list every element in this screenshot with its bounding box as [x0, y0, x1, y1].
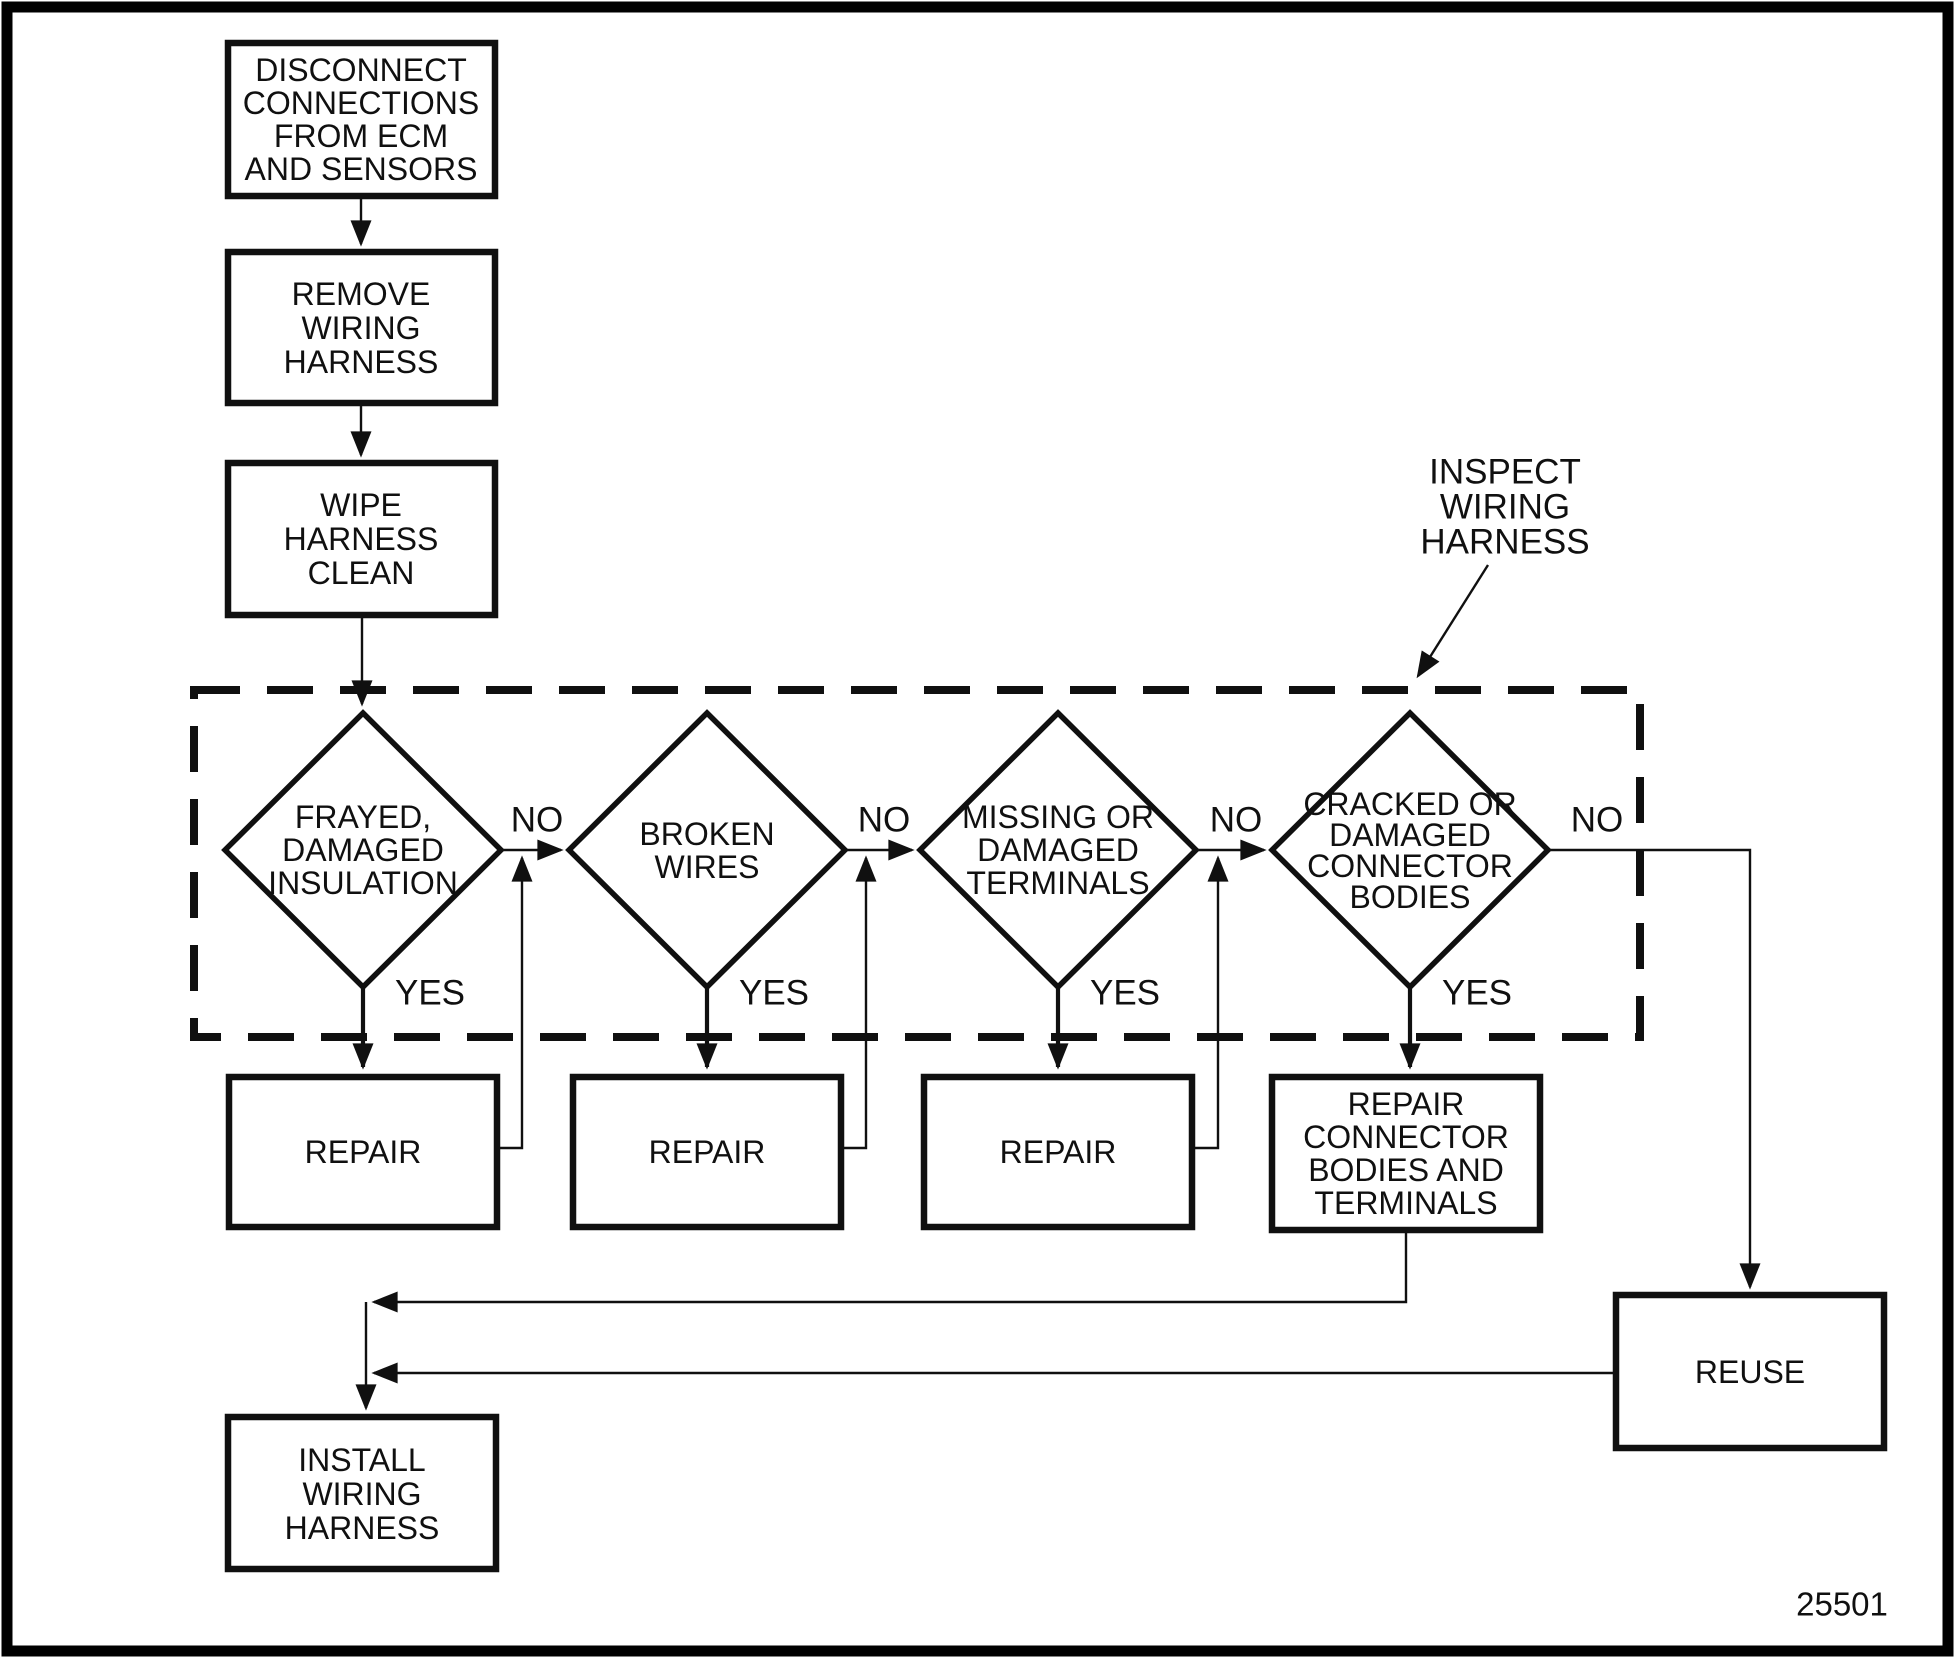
decision-cracked-shape — [1268, 709, 1552, 991]
node-disconnect-text: FROM ECM — [274, 118, 448, 154]
label-yes-2: YES — [739, 974, 809, 1013]
node-repair-2-text: REPAIR — [649, 1134, 766, 1170]
node-wipe-text: CLEAN — [308, 555, 415, 591]
decision-missing-text: TERMINALS — [966, 865, 1149, 901]
decision-missing-shape — [916, 709, 1200, 991]
node-remove-text: HARNESS — [284, 344, 439, 380]
decision-cracked-text: CONNECTOR — [1307, 848, 1513, 884]
node-repair-2-box — [569, 1073, 845, 1231]
node-install-text: HARNESS — [285, 1510, 440, 1546]
node-disconnect: DISCONNECT CONNECTIONS FROM ECM AND SENS… — [224, 39, 499, 200]
node-remove: REMOVE WIRING HARNESS — [224, 248, 499, 407]
label-yes-3: YES — [1090, 974, 1160, 1013]
node-repair-connector-bodies: REPAIR CONNECTOR BODIES AND TERMINALS — [1268, 1073, 1544, 1234]
node-repair-3-box — [920, 1073, 1196, 1231]
edge-no-cracked-to-reuse — [1548, 848, 1761, 1290]
decision-broken-text: WIRES — [655, 849, 760, 885]
label-no-3: NO — [1210, 801, 1263, 840]
node-repair-connector-text: TERMINALS — [1314, 1185, 1497, 1221]
node-remove-text: REMOVE — [292, 276, 431, 312]
node-repair-3: REPAIR — [920, 1073, 1196, 1231]
decision-frayed-text: INSULATION — [268, 865, 458, 901]
label-no-2: NO — [858, 801, 911, 840]
node-repair-connector-text: CONNECTOR — [1303, 1119, 1509, 1155]
node-disconnect-text: CONNECTIONS — [243, 85, 479, 121]
decision-missing-text: DAMAGED — [977, 832, 1139, 868]
decision-cracked-connectors: CRACKED OR DAMAGED CONNECTOR BODIES — [1268, 709, 1552, 991]
inspect-region-outline — [190, 686, 1644, 1041]
decision-broken-shape — [565, 709, 849, 991]
decision-missing-terminals: MISSING OR DAMAGED TERMINALS — [916, 709, 1200, 991]
node-repair-2: REPAIR — [569, 1073, 845, 1231]
node-repair-1: REPAIR — [225, 1073, 501, 1231]
decision-frayed-insulation: FRAYED, DAMAGED INSULATION — [221, 709, 505, 991]
inspect-callout: INSPECT WIRING HARNESS — [1420, 453, 1589, 562]
inspect-callout-text: HARNESS — [1420, 523, 1589, 562]
edge-inspect-callout-arrow — [1416, 564, 1490, 679]
node-repair-1-box — [225, 1073, 501, 1231]
node-wipe-text: HARNESS — [284, 521, 439, 557]
inspect-callout-text: WIRING — [1440, 488, 1570, 527]
node-install-text: WIRING — [302, 1476, 421, 1512]
node-wipe: WIPE HARNESS CLEAN — [224, 459, 499, 619]
decision-broken-text: BROKEN — [639, 816, 774, 852]
decision-cracked-text: BODIES — [1350, 879, 1471, 915]
node-wipe-text: WIPE — [320, 487, 402, 523]
label-no-1: NO — [511, 801, 564, 840]
node-repair-connector-box — [1268, 1073, 1544, 1234]
node-install-text: INSTALL — [298, 1442, 425, 1478]
node-repair-1-text: REPAIR — [305, 1134, 422, 1170]
node-reuse-text: REUSE — [1695, 1354, 1805, 1390]
label-yes-4: YES — [1442, 974, 1512, 1013]
decision-missing-text: MISSING OR — [962, 799, 1154, 835]
node-reuse-box — [1612, 1291, 1888, 1452]
decision-broken-wires: BROKEN WIRES — [565, 709, 849, 991]
node-wipe-box — [224, 459, 499, 619]
decision-cracked-text: DAMAGED — [1329, 817, 1491, 853]
decision-cracked-text: CRACKED OR — [1303, 786, 1516, 822]
edge-repair1-return — [497, 855, 533, 1150]
node-disconnect-box — [224, 39, 499, 200]
node-reuse: REUSE — [1612, 1291, 1888, 1452]
decision-frayed-text: DAMAGED — [282, 832, 444, 868]
label-yes-1: YES — [395, 974, 465, 1013]
node-install: INSTALL WIRING HARNESS — [224, 1413, 500, 1573]
edge-repair3-return — [1192, 855, 1229, 1150]
node-remove-text: WIRING — [301, 310, 420, 346]
edge-repair2-return — [841, 855, 877, 1150]
edge-repair-connector-to-junction — [371, 1230, 1408, 1313]
node-repair-3-text: REPAIR — [1000, 1134, 1117, 1170]
figure-number: 25501 — [1796, 1586, 1888, 1623]
inspect-callout-text: INSPECT — [1429, 453, 1581, 492]
node-repair-connector-text: BODIES AND — [1308, 1152, 1504, 1188]
node-disconnect-text: DISCONNECT — [255, 52, 467, 88]
node-remove-box — [224, 248, 499, 407]
decision-frayed-text: FRAYED, — [295, 799, 431, 835]
node-repair-connector-text: REPAIR — [1348, 1086, 1465, 1122]
node-disconnect-text: AND SENSORS — [245, 151, 478, 187]
label-no-4: NO — [1571, 801, 1624, 840]
decision-frayed-shape — [221, 709, 505, 991]
node-install-box — [224, 1413, 500, 1573]
